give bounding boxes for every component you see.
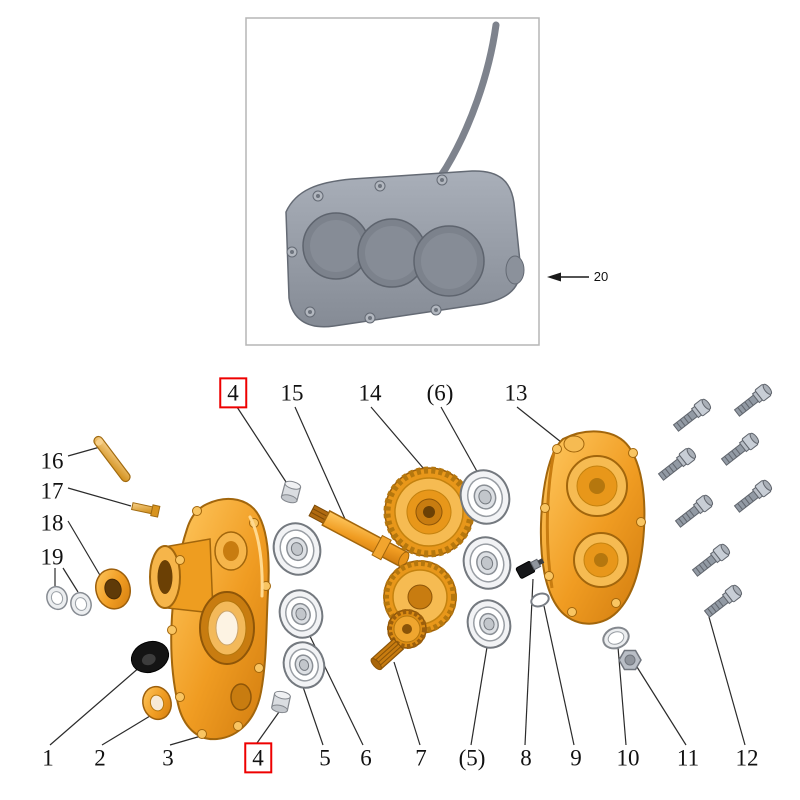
callout-20: 20 [593,268,609,284]
callout-4-bottom: 4 [244,742,272,774]
part-8-switch [515,558,545,579]
part-bearing-right-1 [459,469,511,525]
callout-18: 18 [40,510,64,536]
output-boss [505,255,525,285]
callout-16: 16 [40,448,64,474]
part-19-snap-rings [46,585,92,617]
callout-2: 2 [94,745,106,771]
callout-17: 17 [40,478,64,504]
part-4-bushing-bottom [271,690,291,714]
part-bearing-right-3 [466,599,512,649]
part-7-gear-shaft [370,560,457,671]
part-1-seal [130,640,170,674]
part-bearing-left-3 [282,641,326,689]
callout-5-qty: (5) [458,745,486,771]
callout-10: 10 [616,745,640,771]
part-2-washer [142,685,172,721]
housing-bolt-tabs [286,174,448,324]
part-bearing-left-1 [272,522,322,576]
callout-5: 5 [319,745,331,771]
callout-13: 13 [504,380,528,406]
leader-lines [49,406,746,746]
part-17-screw [130,502,161,518]
callout-3: 3 [162,745,174,771]
part-16-pin [93,435,131,483]
callout-8: 8 [520,745,532,771]
callout-9: 9 [570,745,582,771]
part-15-input-shaft [308,504,410,568]
callout-11: 11 [676,745,700,771]
part-11-hex-plug [618,649,642,671]
callout-6-qty: (6) [426,380,454,406]
inset-assembly [285,21,525,328]
callout-15: 15 [280,380,304,406]
part-9-oring [530,592,550,608]
callout-6: 6 [360,745,372,771]
callout-4-top: 4 [219,377,247,409]
part-13-housing [539,430,646,625]
callout-19: 19 [40,544,64,570]
callout-20-arrow [547,272,589,282]
part-bearing-left-2 [278,589,324,639]
callout-14: 14 [358,380,382,406]
part-12-bolts [656,381,775,621]
callout-12: 12 [735,745,759,771]
part-3-housing-cover [149,497,271,741]
part-18-washer [95,568,131,610]
part-10-seal-ring [602,626,630,650]
part-bearing-right-2 [462,536,512,590]
callout-7: 7 [415,745,427,771]
callout-1: 1 [42,745,54,771]
part-14-gear [383,466,475,558]
part-4-bushing-top [280,480,302,504]
